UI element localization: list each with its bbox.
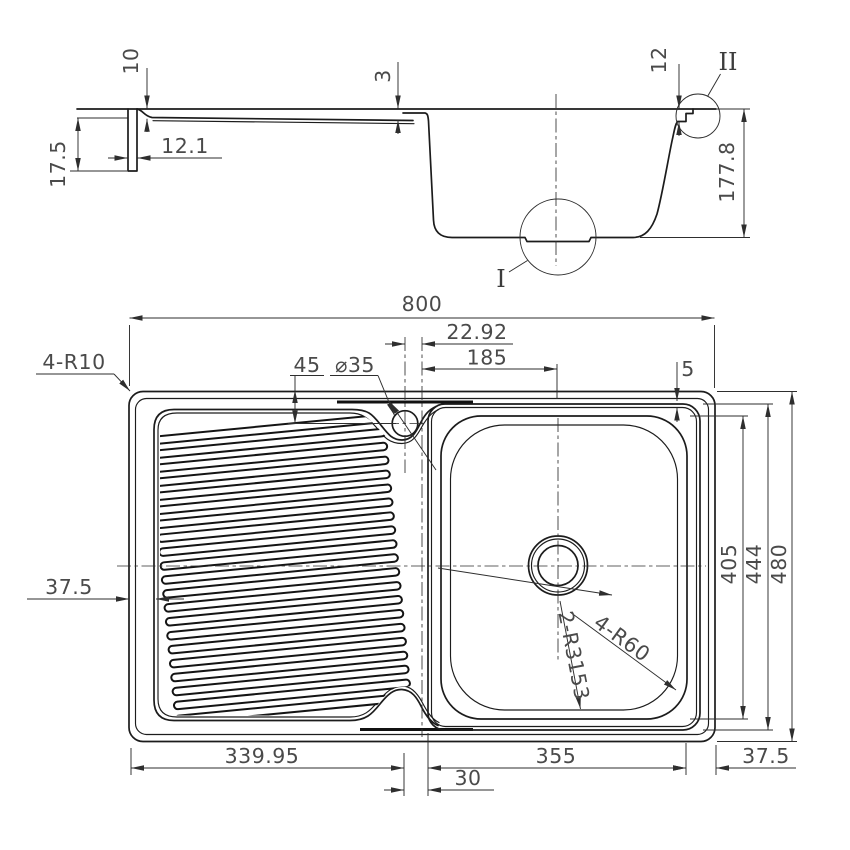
dim-bowl-corner-radius-label: 4-R60: [589, 610, 654, 667]
dim-405-ext: [690, 415, 748, 720]
detail-leader-II: [707, 73, 721, 97]
dim-r10-leader: [113, 373, 131, 392]
dim-right-margin-label: 37.5: [742, 744, 790, 768]
waist-radius-leader-bottom: [559, 600, 581, 710]
drainboard-ribs: [160, 414, 412, 716]
detail-label-II: II: [719, 48, 738, 76]
dim-bowl-outer-length-label: 444: [742, 544, 766, 585]
dim-bowl-length-label: 355: [536, 744, 577, 768]
bowl-radius-leader: [569, 611, 677, 691]
dim-rim-gap-label: 5: [681, 357, 695, 381]
section-left-hem: [127, 108, 138, 172]
dim-lip-drop-label: 10: [119, 47, 143, 74]
drain-diagonal-line: [437, 567, 613, 596]
dim-overall-depth-label: 480: [767, 544, 791, 585]
detail-circle-I: [519, 198, 597, 276]
dim-480-ext: [717, 391, 797, 742]
dim-rim-step-label: 12: [647, 46, 671, 73]
dim-tap-offset-label: 22.92: [446, 320, 507, 344]
dim-edge-height-label: 17.5: [46, 140, 70, 188]
detail-leader-I: [508, 260, 528, 273]
dim-dia35-leader: [377, 375, 395, 416]
section-view: I II 10 17.5 12.1 3 12 177.8: [46, 46, 750, 293]
dim-bottom-ext-lines: [130, 733, 717, 796]
drainboard-outline-outer: [153, 405, 439, 727]
bowl-flange-inner: [430, 406, 698, 728]
waist-radius-line-top: [389, 401, 437, 471]
plan-view: 4-R60 2-R3153 800 22.92 185 45 ⌀35 5 4-R…: [27, 292, 797, 796]
dim-centre-gap-label: 30: [454, 766, 481, 790]
dim-444-ext: [703, 403, 773, 731]
bowl-opening-edge: [440, 415, 688, 720]
dim-centre-to-drain-label: 185: [467, 346, 508, 370]
dim-45-ext: [288, 375, 396, 424]
bowl-bottom-edge: [449, 424, 679, 711]
dim-tap-edge-distance-label: 45: [293, 353, 320, 377]
dim-bowl-inner-length-label: 405: [717, 544, 741, 585]
drainboard-outline-inner: [157, 409, 440, 724]
dim-transition-radius-label: 2-R3153: [553, 609, 594, 702]
dim-overall-width-label: 800: [402, 292, 443, 316]
bowl-flange-outer: [427, 403, 701, 731]
detail-label-I: I: [496, 265, 505, 293]
dim-outer-corner-radius-label: 4-R10: [42, 350, 105, 374]
section-profile: [136, 108, 694, 243]
dim-lip-width-label: 12.1: [161, 134, 209, 158]
dim-bowl-depth-label: 177.8: [715, 141, 739, 202]
dim-board-step-label: 3: [371, 69, 395, 83]
dim-left-margin-label: 37.5: [45, 575, 93, 599]
detail-circle-II: [675, 93, 721, 139]
dim-tap-hole-label: ⌀35: [335, 353, 375, 377]
section-board-underside: [152, 120, 415, 125]
dim-drainboard-length-label: 339.95: [225, 744, 300, 768]
dim-800-ext: [129, 325, 715, 388]
